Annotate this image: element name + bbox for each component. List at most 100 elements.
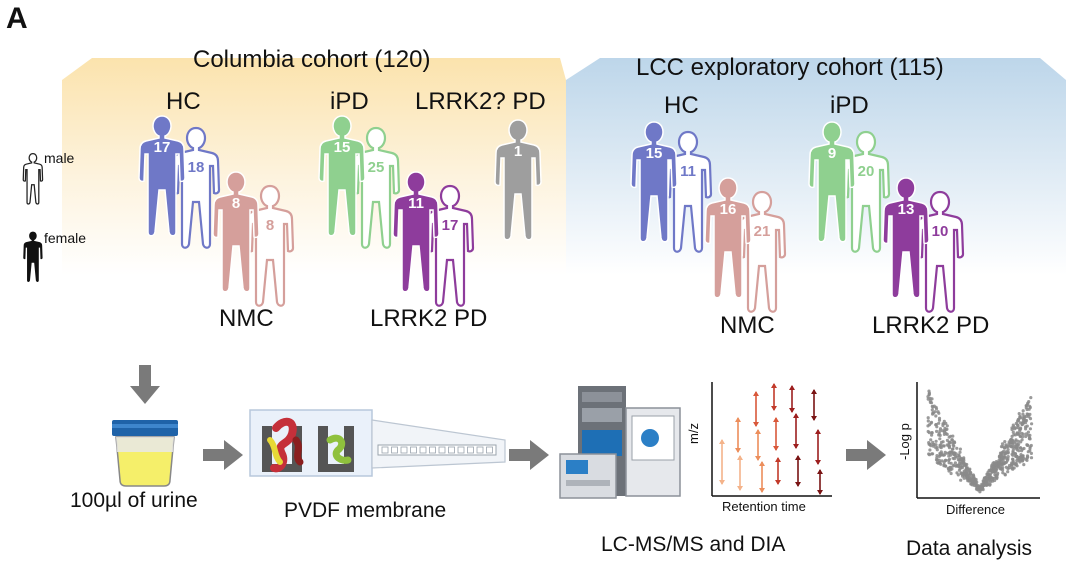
volcano-point <box>994 468 998 472</box>
volcano-point <box>958 450 962 454</box>
male-legend-icon <box>22 153 44 205</box>
volcano-point <box>1021 454 1025 458</box>
urine-step-label: 100µl of urine <box>70 489 198 512</box>
volcano-point <box>938 429 942 433</box>
columbia-hc-label: HC <box>166 88 201 115</box>
volcano-point <box>981 482 985 487</box>
volcano-point <box>945 451 949 455</box>
female-count: 17 <box>154 139 171 156</box>
volcano-point <box>948 450 952 454</box>
volcano-point <box>944 421 948 425</box>
female-legend-label: female <box>44 230 87 246</box>
volcano-point <box>926 429 930 434</box>
volcano-point <box>934 446 938 450</box>
volcano-point <box>1028 412 1032 416</box>
plate-well <box>429 446 436 454</box>
volcano-point <box>937 458 941 462</box>
volcano-point <box>929 438 933 442</box>
volcano-point <box>937 418 942 422</box>
male-figure: 17 <box>425 184 475 307</box>
volcano-point <box>1016 439 1020 443</box>
volcano-point <box>1002 449 1006 453</box>
volcano-point <box>928 399 932 403</box>
female-count: 8 <box>232 195 240 212</box>
volcano-point <box>942 432 947 436</box>
ms-plot-axes <box>711 382 832 497</box>
volcano-point <box>988 480 993 484</box>
volcano-point <box>1018 421 1023 425</box>
volcano-point <box>1010 427 1014 432</box>
volcano-point <box>938 443 942 447</box>
columbia-lrrk2-uncertain-label: LRRK2? PD <box>415 88 546 115</box>
volcano-point <box>1011 423 1015 427</box>
volcano-point <box>947 461 951 465</box>
volcano-point <box>928 448 932 452</box>
volcano-point <box>945 424 949 428</box>
volcano-point <box>1010 462 1014 466</box>
analysis-step-label: Data analysis <box>906 537 1033 560</box>
volcano-point <box>958 447 963 451</box>
lc-ms-instrument-icon <box>559 386 681 499</box>
female-figure: 16 <box>704 177 752 299</box>
volcano-point <box>934 407 939 411</box>
volcano-point <box>1011 430 1015 434</box>
volcano-point <box>947 458 951 462</box>
volcano-point <box>1018 429 1022 433</box>
volcano-point <box>1029 451 1033 455</box>
volcano-point <box>1012 433 1016 437</box>
volcano-point <box>1028 417 1033 421</box>
male-count: 25 <box>368 159 385 176</box>
volcano-point <box>955 446 959 450</box>
female-figure: 9 <box>808 121 856 243</box>
male-legend-label: male <box>44 150 75 166</box>
plate-well <box>476 446 484 454</box>
male-count: 20 <box>858 163 875 180</box>
volcano-point <box>1003 446 1007 450</box>
volcano-point <box>1008 444 1012 448</box>
volcano-point <box>967 468 972 472</box>
plate-well <box>448 446 455 454</box>
volcano-point <box>931 452 935 456</box>
volcano-point <box>963 472 968 476</box>
volcano-point <box>975 485 979 489</box>
lcc-lrrk2-pd-label: LRRK2 PD <box>872 312 990 339</box>
volcano-point <box>1022 417 1026 421</box>
volcano-point <box>1026 430 1030 434</box>
lcc-nmc-label: NMC <box>720 312 775 339</box>
urine-cup-icon <box>112 420 178 487</box>
plate-well <box>438 446 446 454</box>
lcc-cohort-title: LCC exploratory cohort (115) <box>636 54 944 81</box>
volcano-point <box>1003 461 1008 465</box>
male-figure: 10 <box>915 190 965 313</box>
volcano-point <box>929 444 933 448</box>
male-count: 17 <box>442 217 459 234</box>
volcano-point <box>930 408 934 412</box>
male-figure: 21 <box>737 190 787 313</box>
volcano-point <box>938 461 942 465</box>
volcano-point <box>1015 459 1019 463</box>
ms-peaks <box>719 383 823 495</box>
volcano-point <box>1011 459 1015 463</box>
volcano-point <box>1029 443 1033 448</box>
male-count: 21 <box>754 223 771 240</box>
volcano-point <box>996 471 1000 475</box>
volcano-plot-axes <box>916 382 1040 499</box>
volcano-point <box>1021 409 1025 413</box>
volcano-point <box>1024 434 1028 439</box>
volcano-point <box>942 464 946 468</box>
plate-well <box>391 446 398 454</box>
volcano-point <box>1011 453 1015 457</box>
volcano-point <box>955 471 959 475</box>
volcano-point <box>1022 446 1026 451</box>
volcano-point <box>931 405 935 409</box>
volcano-point <box>927 453 932 457</box>
plate-well <box>400 446 408 454</box>
volcano-point <box>960 461 964 465</box>
volcano-point <box>1013 439 1018 443</box>
volcano-point <box>1028 427 1032 431</box>
plate-well <box>410 446 417 454</box>
volcano-point <box>953 441 957 445</box>
volcano-point <box>1028 449 1032 453</box>
volcano-point <box>1003 440 1007 444</box>
volcano-point <box>986 482 990 486</box>
